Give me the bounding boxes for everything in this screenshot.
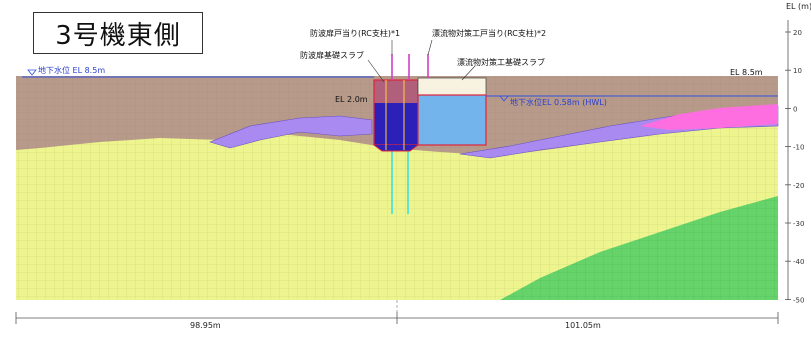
dimension-left: 98.95m (190, 321, 221, 330)
el-tick-label: -10 (793, 144, 804, 152)
debris-slab-outline (417, 94, 487, 146)
bedrock-grid (500, 196, 778, 300)
el-axis-ticks: 20 10 0 -10 -20 -30 -40 -50 (785, 29, 804, 304)
breakwater-slab-body (374, 103, 418, 145)
label-debris-door-stop: 漂流物対策工戸当り(RC支柱)*2 (432, 29, 547, 38)
leader-debris-slab (461, 65, 476, 81)
label-breakwater-door-stop: 防波扉戸当り(RC支柱)*1 (310, 29, 401, 38)
label-debris-slab: 漂流物対策工基礎スラブ (457, 58, 545, 67)
el-axis-title: EL (m) (786, 2, 811, 11)
water-marker-left (27, 69, 37, 76)
label-el-right: EL 8.5m (730, 68, 763, 77)
el-tick-label: 20 (793, 29, 802, 37)
dimension-right: 101.05m (565, 321, 601, 330)
pink-layer (640, 104, 778, 130)
breakwater-slab-bevel (373, 144, 419, 152)
leader-debris-stop (427, 39, 433, 56)
purple-layer-left (209, 115, 373, 149)
page-title: 3号機東側 (33, 12, 203, 54)
el-tick-label: 0 (793, 105, 797, 113)
leader-breakwater-slab (367, 59, 385, 83)
el-tick-label: -50 (793, 296, 804, 304)
debris-cap (417, 77, 487, 96)
water-marker-right (499, 95, 509, 102)
debris-slab-body (418, 95, 486, 145)
el-tick-label: 10 (793, 67, 802, 75)
label-el-slab: EL 2.0m (335, 95, 368, 104)
el-tick-label: -40 (793, 258, 804, 266)
label-groundwater-right: 地下水位EL 0.58m (HWL) (510, 98, 607, 107)
breakwater-slab-top (374, 80, 418, 103)
el-tick-label: -20 (793, 182, 804, 190)
label-breakwater-slab: 防波扉基礎スラブ (300, 51, 364, 60)
label-groundwater-left: 地下水位 EL 8.5m (38, 66, 106, 75)
el-tick-label: -30 (793, 220, 804, 228)
